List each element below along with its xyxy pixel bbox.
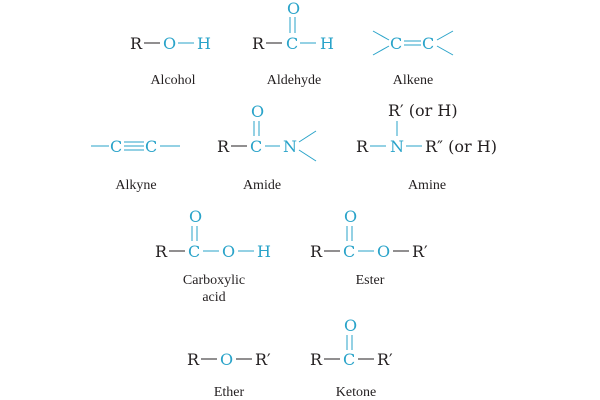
bond [436, 30, 454, 41]
caption-carboxylic: Carboxylic [183, 273, 245, 288]
bond [372, 30, 390, 41]
alkyne-group: C C Alkyne [91, 137, 180, 193]
caption-aldehyde: Aldehyde [267, 73, 321, 88]
atom-h: H [257, 242, 271, 261]
amide-group: O R C N Amide [217, 102, 317, 193]
atom-r: R [187, 350, 200, 369]
atom-o: O [344, 207, 357, 226]
ether-group: R O R′ Ether [187, 350, 271, 400]
atom-r: R [217, 137, 230, 156]
atom-c: C [110, 137, 122, 156]
ketone-group: O R C R′ Ketone [310, 316, 393, 400]
atom-r: R [252, 34, 265, 53]
atom-o: O [220, 350, 233, 369]
caption-alkyne: Alkyne [115, 178, 156, 193]
caption-ether: Ether [214, 385, 245, 400]
atom-o: O [189, 207, 202, 226]
atom-r: R [155, 242, 168, 261]
atom-c: C [145, 137, 157, 156]
caption-ketone: Ketone [336, 385, 376, 400]
atom-r-prime: R′ [255, 350, 271, 369]
atom-o: O [377, 242, 390, 261]
caption-amine: Amine [408, 178, 446, 193]
atom-r-prime: R′ [412, 242, 428, 261]
alcohol-group: R O H Alcohol [130, 34, 211, 88]
atom-n: N [283, 137, 297, 156]
atom-r: R [310, 350, 323, 369]
atom-r-prime: R′ (or H) [388, 101, 458, 120]
bond [436, 45, 454, 56]
caption-amide: Amide [243, 178, 281, 193]
atom-r-double-prime: R″ (or H) [425, 137, 497, 156]
bond [372, 45, 390, 56]
atom-c: C [188, 242, 200, 261]
atom-o: O [287, 0, 300, 18]
atom-r: R [356, 137, 369, 156]
atom-c: C [422, 34, 434, 53]
atom-c: C [390, 34, 402, 53]
atom-r: R [130, 34, 143, 53]
ester-group: O R C O R′ Ester [310, 207, 428, 288]
bond [298, 130, 317, 143]
caption-ester: Ester [356, 273, 385, 288]
aldehyde-group: O R C H Aldehyde [252, 0, 334, 88]
alkene-group: C C Alkene [372, 30, 454, 88]
atom-o: O [222, 242, 235, 261]
bond [298, 149, 317, 162]
atom-h: H [320, 34, 334, 53]
amine-group: R′ (or H) R N R″ (or H) Amine [356, 101, 497, 193]
atom-o: O [163, 34, 176, 53]
atom-r: R [310, 242, 323, 261]
atom-r-prime: R′ [377, 350, 393, 369]
caption-alcohol: Alcohol [150, 73, 195, 88]
atom-n: N [390, 137, 404, 156]
atom-o: O [251, 102, 264, 121]
carboxylic-acid-group: O R C O H Carboxylic acid [155, 207, 271, 305]
atom-c: C [343, 350, 355, 369]
atom-c: C [286, 34, 298, 53]
atom-c: C [343, 242, 355, 261]
caption-acid: acid [202, 290, 225, 305]
atom-h: H [197, 34, 211, 53]
atom-c: C [250, 137, 262, 156]
caption-alkene: Alkene [393, 73, 433, 88]
atom-o: O [344, 316, 357, 335]
